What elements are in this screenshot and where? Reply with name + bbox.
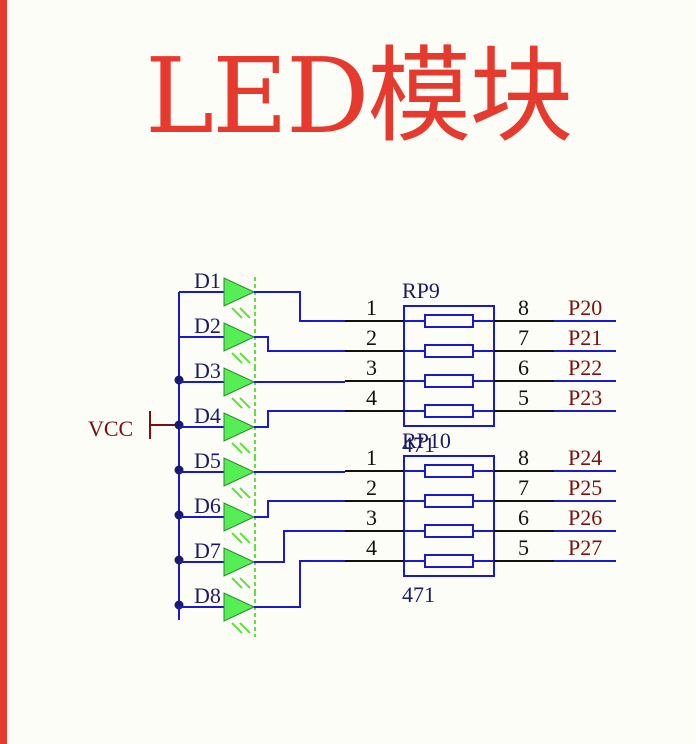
diode-label: D6 <box>194 493 221 518</box>
resistor-element <box>424 554 474 568</box>
left-pin-number: 4 <box>366 385 377 410</box>
resistor-network-rp9: RP9 471 1 8 P20 2 7 P21 3 6 P22 4 5 P23 <box>345 278 616 457</box>
resistor-element <box>424 524 474 538</box>
diode-label: D4 <box>194 403 221 428</box>
rp-value-label: 471 <box>402 432 435 457</box>
vcc-rail: VCC <box>88 292 180 606</box>
port-label: P26 <box>568 505 602 530</box>
right-pin-number: 5 <box>518 535 529 560</box>
junction-dot <box>174 465 184 475</box>
led-emission-mark <box>239 397 251 409</box>
rp-outline <box>403 455 495 577</box>
right-pin-number: 8 <box>518 295 529 320</box>
port-label: P25 <box>568 475 602 500</box>
diode-label: D8 <box>194 583 221 608</box>
led-emission-mark <box>239 352 251 364</box>
led-triangle <box>223 322 256 352</box>
led-triangle <box>223 277 256 307</box>
left-pin-number: 1 <box>366 295 377 320</box>
led-triangle <box>223 457 256 487</box>
led-triangle <box>223 502 256 532</box>
led-triangle <box>223 367 256 397</box>
led-d3: D3 <box>174 358 256 430</box>
rp-value-label: 471 <box>402 582 435 607</box>
left-pin-number: 1 <box>366 445 377 470</box>
led-d8: D8 <box>179 583 256 637</box>
diode-label: D7 <box>194 538 221 563</box>
led-emission-mark <box>231 442 243 454</box>
left-pin-number: 2 <box>366 325 377 350</box>
left-pin-number: 3 <box>366 505 377 530</box>
led-emission-mark <box>231 352 243 364</box>
port-label: P24 <box>568 445 602 470</box>
led-emission-mark <box>231 307 243 319</box>
led-d7: D7 <box>174 538 256 610</box>
left-pin-number: 3 <box>366 355 377 380</box>
rp-outline <box>403 305 495 427</box>
led-emission-mark <box>239 532 251 544</box>
connection-wires <box>254 291 345 608</box>
led-emission-mark <box>239 307 251 319</box>
led-triangle <box>223 547 256 577</box>
led-d6: D6 <box>174 493 256 565</box>
led-emission-mark <box>239 487 251 499</box>
led-emission-mark <box>231 487 243 499</box>
diode-label: D5 <box>194 448 221 473</box>
resistor-element <box>424 494 474 508</box>
diode-label: D3 <box>194 358 221 383</box>
led-emission-mark <box>239 577 251 589</box>
resistor-element <box>424 344 474 358</box>
led-emission-mark <box>231 397 243 409</box>
right-pin-number: 6 <box>518 355 529 380</box>
rp-name-label: RP10 <box>402 428 451 453</box>
left-border-bar <box>0 0 7 744</box>
port-label: P23 <box>568 385 602 410</box>
cathode-wire-1 <box>254 291 345 322</box>
led-d4: D4 <box>174 403 256 475</box>
led-triangle <box>223 592 256 622</box>
page-title: LED模块 <box>145 35 573 157</box>
junction-dot <box>174 375 184 385</box>
resistor-element <box>424 314 474 328</box>
led-d5: D5 <box>174 448 256 520</box>
junction-dot <box>174 555 184 565</box>
left-pin-number: 4 <box>366 535 377 560</box>
port-label: P20 <box>568 295 602 320</box>
diode-label: D1 <box>194 268 221 293</box>
cathode-wire-4 <box>254 410 345 428</box>
led-emission-mark <box>239 442 251 454</box>
led-emission-mark <box>231 622 243 634</box>
right-pin-number: 8 <box>518 445 529 470</box>
cathode-wire-6 <box>254 500 345 518</box>
cathode-wire-7 <box>254 530 345 563</box>
resistor-element <box>424 374 474 388</box>
junction-dot <box>174 510 184 520</box>
cathode-wire-2 <box>254 336 345 352</box>
right-pin-number: 7 <box>518 325 529 350</box>
diode-label: D2 <box>194 313 221 338</box>
port-label: P21 <box>568 325 602 350</box>
right-pin-number: 7 <box>518 475 529 500</box>
led-emission-mark <box>231 532 243 544</box>
left-pin-number: 2 <box>366 475 377 500</box>
vcc-label: VCC <box>88 416 133 441</box>
right-pin-number: 5 <box>518 385 529 410</box>
junction-dot <box>174 420 184 430</box>
led-emission-mark <box>231 577 243 589</box>
led-emission-mark <box>239 622 251 634</box>
resistor-element <box>424 404 474 418</box>
resistor-element <box>424 464 474 478</box>
cathode-wire-8 <box>254 560 345 608</box>
led-d1: D1 <box>179 268 256 322</box>
right-pin-number: 6 <box>518 505 529 530</box>
rp-name-label: RP9 <box>402 278 440 303</box>
port-label: P27 <box>568 535 602 560</box>
port-label: P22 <box>568 355 602 380</box>
led-triangle <box>223 412 256 442</box>
